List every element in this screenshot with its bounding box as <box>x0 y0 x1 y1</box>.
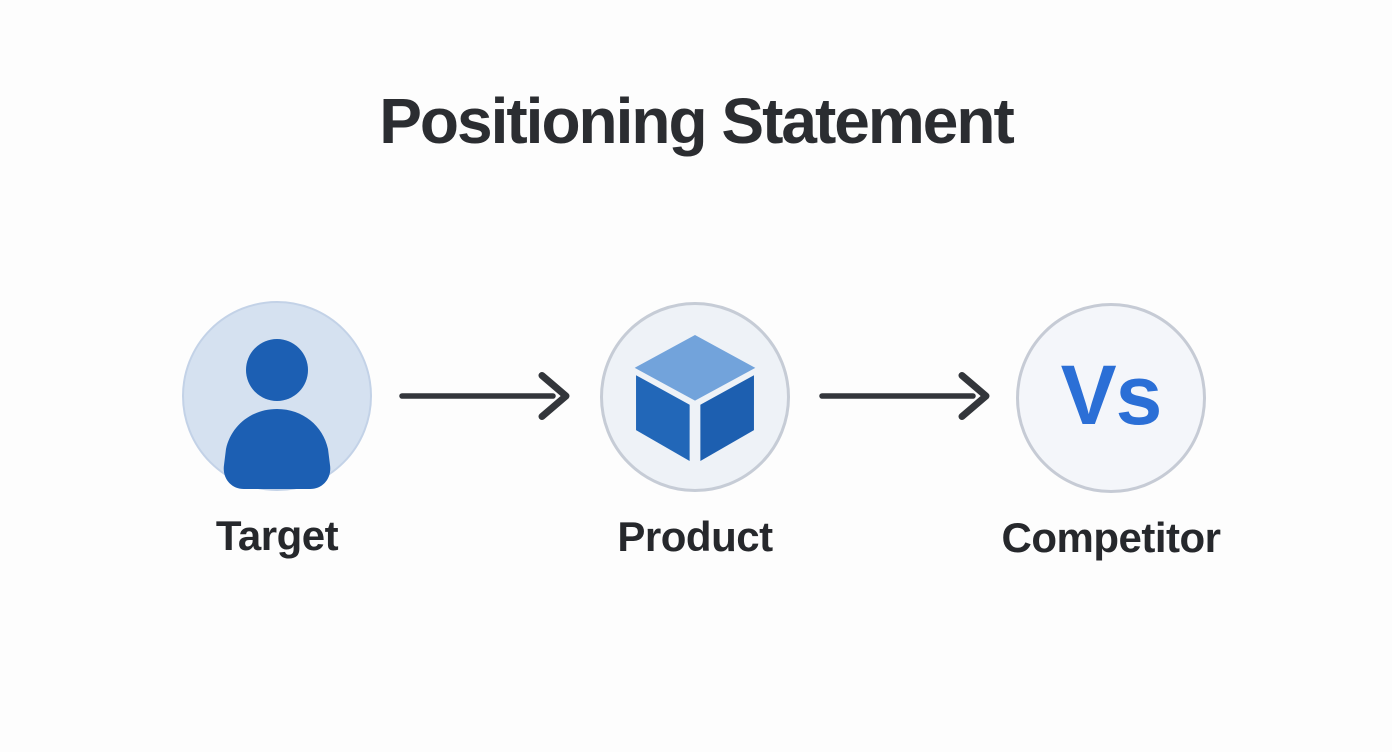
arrow-right-icon <box>819 372 990 420</box>
node-product: Product <box>600 302 790 561</box>
person-icon <box>223 339 331 489</box>
node-target: Target <box>182 301 372 560</box>
page-title: Positioning Statement <box>379 85 1015 157</box>
product-circle <box>600 302 790 492</box>
node-label-competitor: Competitor <box>1001 514 1222 561</box>
arrow-right-icon <box>399 372 570 420</box>
node-label-target: Target <box>215 512 339 559</box>
node-label-product: Product <box>617 513 773 560</box>
competitor-circle: Vs <box>1016 303 1206 493</box>
target-circle <box>182 301 372 491</box>
node-competitor: Vs Competitor <box>1002 303 1221 562</box>
cube-icon <box>634 335 756 461</box>
vs-badge: Vs <box>1060 348 1163 442</box>
